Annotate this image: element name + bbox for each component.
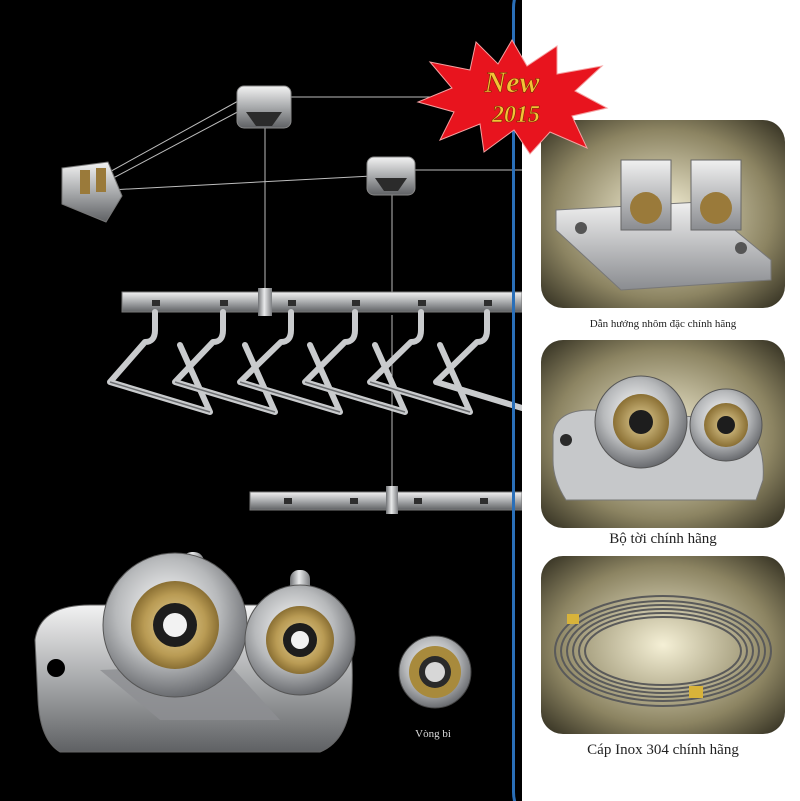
cable-coil-image <box>541 556 785 734</box>
winch-assembly-large <box>34 552 356 753</box>
new-2015-badge: New 2015 <box>412 36 612 156</box>
product-caption-winch: Bộ tời chính hãng <box>609 531 717 547</box>
drying-rack-illustration <box>34 85 525 753</box>
product-caption-cable: Cáp Inox 304 chính hãng <box>587 742 739 758</box>
product-card-cable <box>541 556 785 734</box>
product-card-winch <box>541 340 785 528</box>
badge-line1: New <box>484 66 541 99</box>
badge-line2: 2015 <box>491 102 540 128</box>
bearing-label: Vòng bi <box>415 728 451 740</box>
ceiling-pulley-right <box>366 156 416 196</box>
ceiling-pulley-left <box>236 85 292 129</box>
product-card-guide <box>541 120 785 308</box>
bearing-image <box>398 635 472 709</box>
winch-image <box>541 340 785 528</box>
wall-bracket <box>61 161 123 223</box>
main-illustration-panel <box>0 0 525 801</box>
starburst-icon: New 2015 <box>416 39 609 155</box>
product-caption-guide: Dẫn hướng nhôm đặc chính hãng <box>589 318 737 330</box>
guide-bracket-image <box>541 120 785 308</box>
